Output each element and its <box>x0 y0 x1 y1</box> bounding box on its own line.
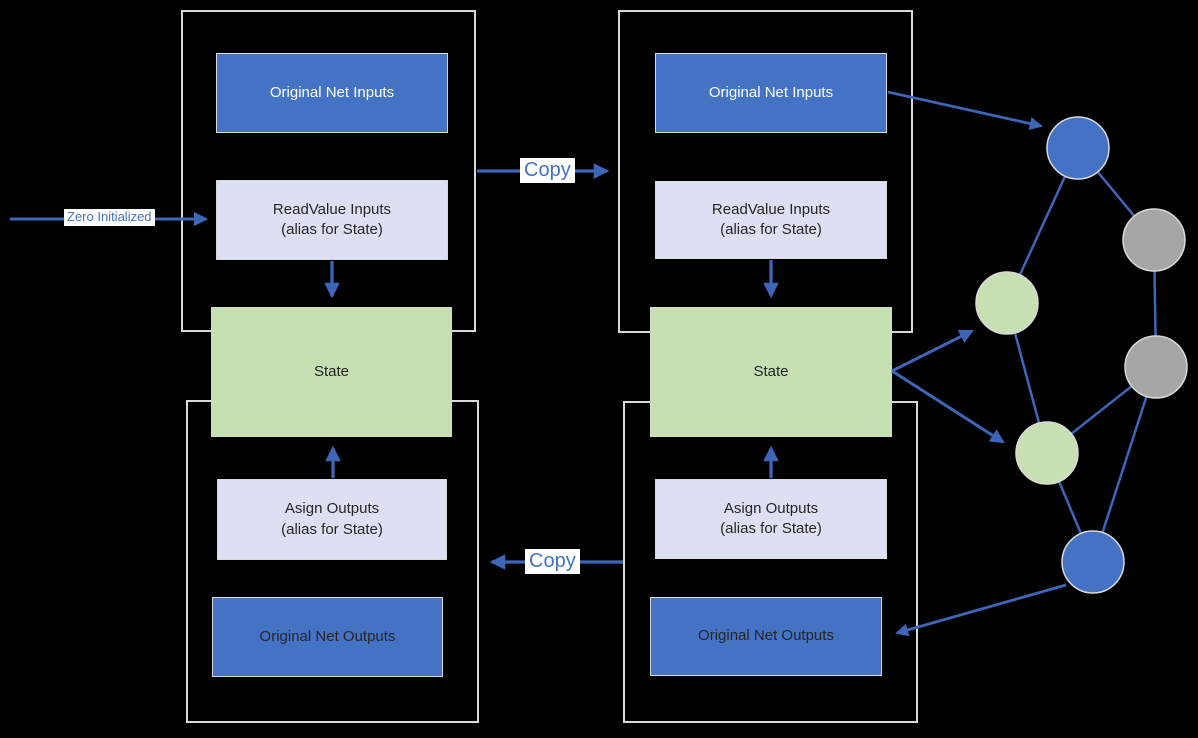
graph-node-lower-gray <box>1124 335 1188 399</box>
graph-node-upper-gray <box>1122 208 1186 272</box>
right-asign-outputs-label: Asign Outputs (alias for State) <box>720 499 822 537</box>
copy-bottom-label: Copy <box>525 549 580 574</box>
left-asign-outputs-box: Asign Outputs (alias for State) <box>217 479 447 560</box>
right-readvalue-inputs-box: ReadValue Inputs (alias for State) <box>655 181 887 259</box>
graph-node-bottom-blue <box>1061 530 1125 594</box>
left-readvalue-inputs-box: ReadValue Inputs (alias for State) <box>216 180 448 260</box>
right-state-label: State <box>753 362 789 380</box>
graph-node-lower-green <box>1015 421 1079 485</box>
edge-topblue-uppergray <box>1077 147 1155 241</box>
right-asign-outputs-box: Asign Outputs (alias for State) <box>655 479 887 559</box>
bottomblue-to-outputs-arrow <box>895 583 1067 637</box>
left-original-net-outputs-label: Original Net Outputs <box>259 627 396 645</box>
left-original-net-outputs-box: Original Net Outputs <box>212 597 443 677</box>
edge-lowergreen-bottomblue <box>1045 452 1095 563</box>
edge-uppergreen-lowergreen <box>1005 302 1049 454</box>
edge-uppergray-lowergray <box>1152 239 1158 368</box>
left-original-net-inputs-box: Original Net Inputs <box>216 53 448 133</box>
right-state-box: State <box>650 307 892 437</box>
state-to-uppergreen-arrow <box>891 329 974 373</box>
graph-node-top-blue <box>1046 116 1110 180</box>
edge-lowergray-bottomblue <box>1091 366 1158 563</box>
left-readvalue-inputs-label: ReadValue Inputs (alias for State) <box>272 200 392 238</box>
left-original-net-inputs-label: Original Net Inputs <box>269 83 395 101</box>
copy-top-label: Copy <box>520 158 575 183</box>
edge-topblue-uppergreen <box>1005 147 1080 304</box>
edge-lowergray-lowergreen <box>1046 366 1157 454</box>
left-asign-outputs-label: Asign Outputs (alias for State) <box>281 500 383 538</box>
right-original-net-outputs-box: Original Net Outputs <box>650 597 882 676</box>
right-original-net-inputs-label: Original Net Inputs <box>708 83 834 101</box>
graph-node-upper-green <box>975 271 1039 335</box>
right-original-net-inputs-box: Original Net Inputs <box>655 53 887 133</box>
right-readvalue-inputs-label: ReadValue Inputs (alias for State) <box>711 200 831 238</box>
left-state-label: State <box>313 362 350 380</box>
zero-initialized-label: Zero Initialized <box>64 209 155 226</box>
left-state-box: State <box>211 307 452 437</box>
right-original-net-outputs-label: Original Net Outputs <box>698 627 834 645</box>
